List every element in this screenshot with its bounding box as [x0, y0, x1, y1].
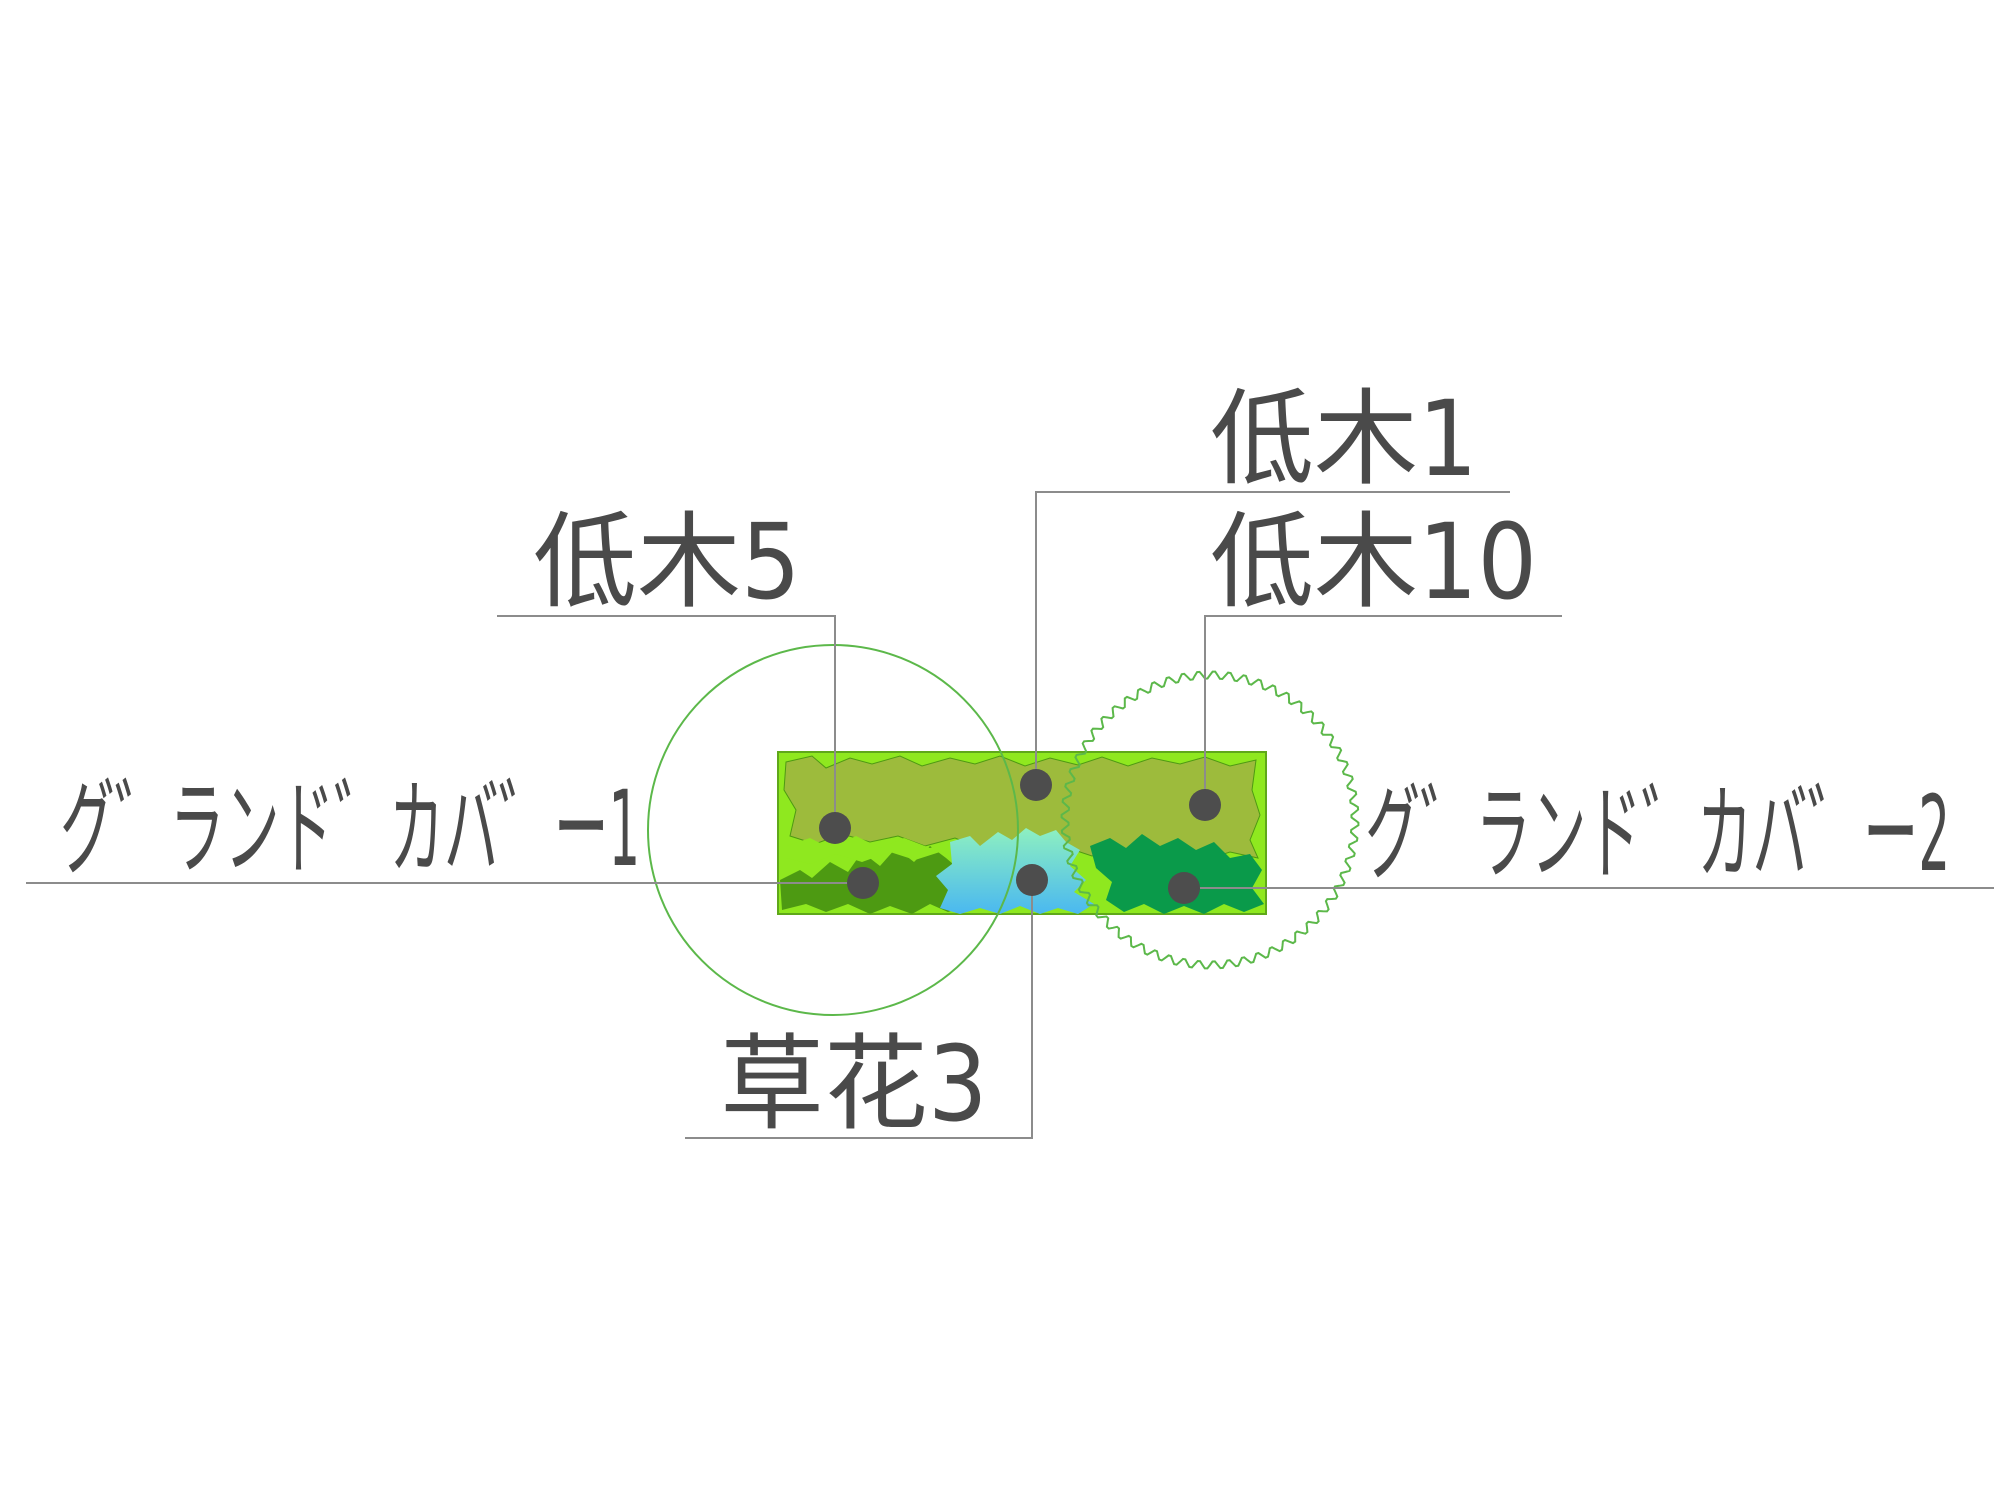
leader-shrub-5	[497, 615, 836, 828]
tree-canopy-right	[1060, 670, 1360, 970]
marker-shrub-10	[1189, 789, 1221, 821]
marker-groundcover-2	[1168, 872, 1200, 904]
tree-canopy-left	[647, 644, 1019, 1016]
marker-flower-3	[1016, 864, 1048, 896]
label-flower-3: 草花3	[720, 1023, 988, 1145]
label-shrub-1: 低木1	[1210, 378, 1478, 500]
label-groundcover-2: グ゛ランド゛カバ゛ー2	[1365, 773, 1950, 895]
shrub-mass-olive	[783, 755, 1261, 861]
label-shrub-10: 低木10	[1210, 501, 1537, 623]
leader-lines	[26, 491, 1994, 1139]
label-groundcover-1: グ゛ランド゛カバ゛ー1	[60, 768, 640, 890]
label-shrub-5: 低木5	[533, 501, 801, 623]
plant-markers	[819, 769, 1221, 904]
leader-shrub-10	[1204, 615, 1562, 805]
marker-shrub-1	[1020, 769, 1052, 801]
marker-groundcover-1	[847, 867, 879, 899]
leader-shrub-1	[1035, 491, 1510, 785]
marker-shrub-5	[819, 812, 851, 844]
leader-flower-3	[685, 880, 1033, 1139]
flower-mass	[936, 828, 1094, 914]
